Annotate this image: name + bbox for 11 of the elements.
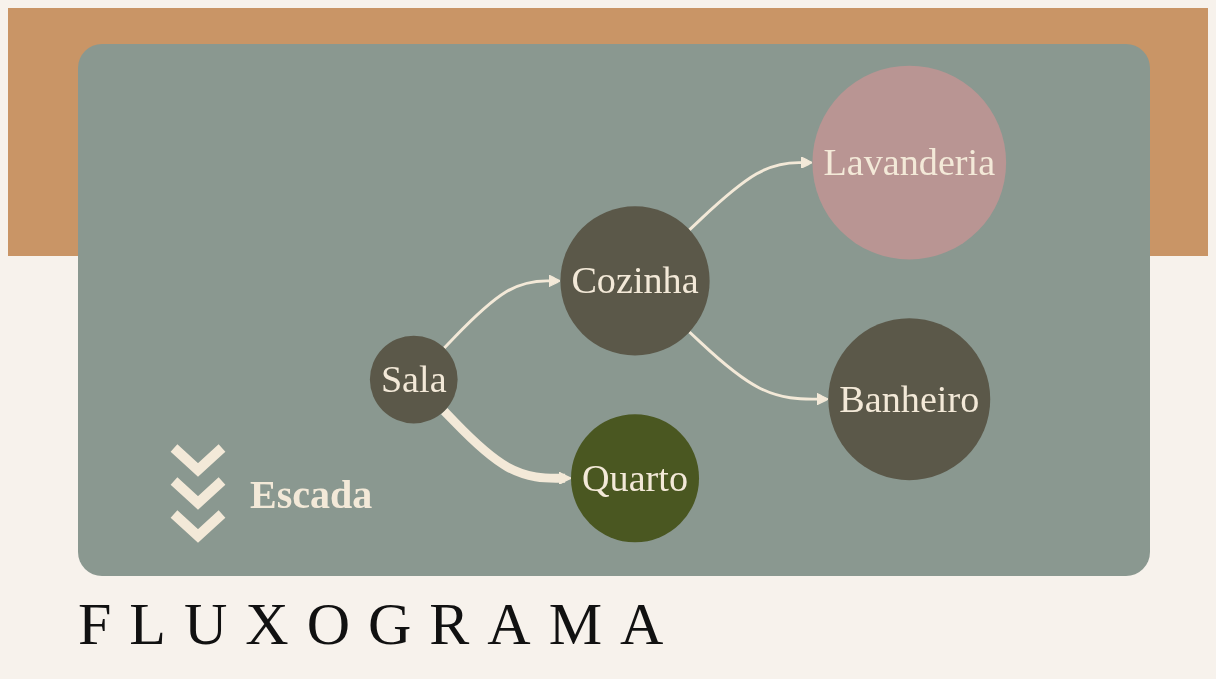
node-circle: Cozinha — [560, 206, 710, 356]
arrow — [688, 330, 829, 406]
legend-label: Escada — [250, 470, 373, 518]
node-circle: Banheiro — [828, 318, 991, 481]
node-circle: Sala — [369, 335, 458, 424]
node-circle: Quarto — [571, 414, 700, 543]
diagram-title: FLUXOGRAMA — [78, 590, 682, 659]
arrow — [443, 274, 561, 349]
node-circle: Lavanderia — [812, 65, 1007, 260]
arrow — [441, 408, 572, 485]
arrow — [688, 156, 813, 231]
